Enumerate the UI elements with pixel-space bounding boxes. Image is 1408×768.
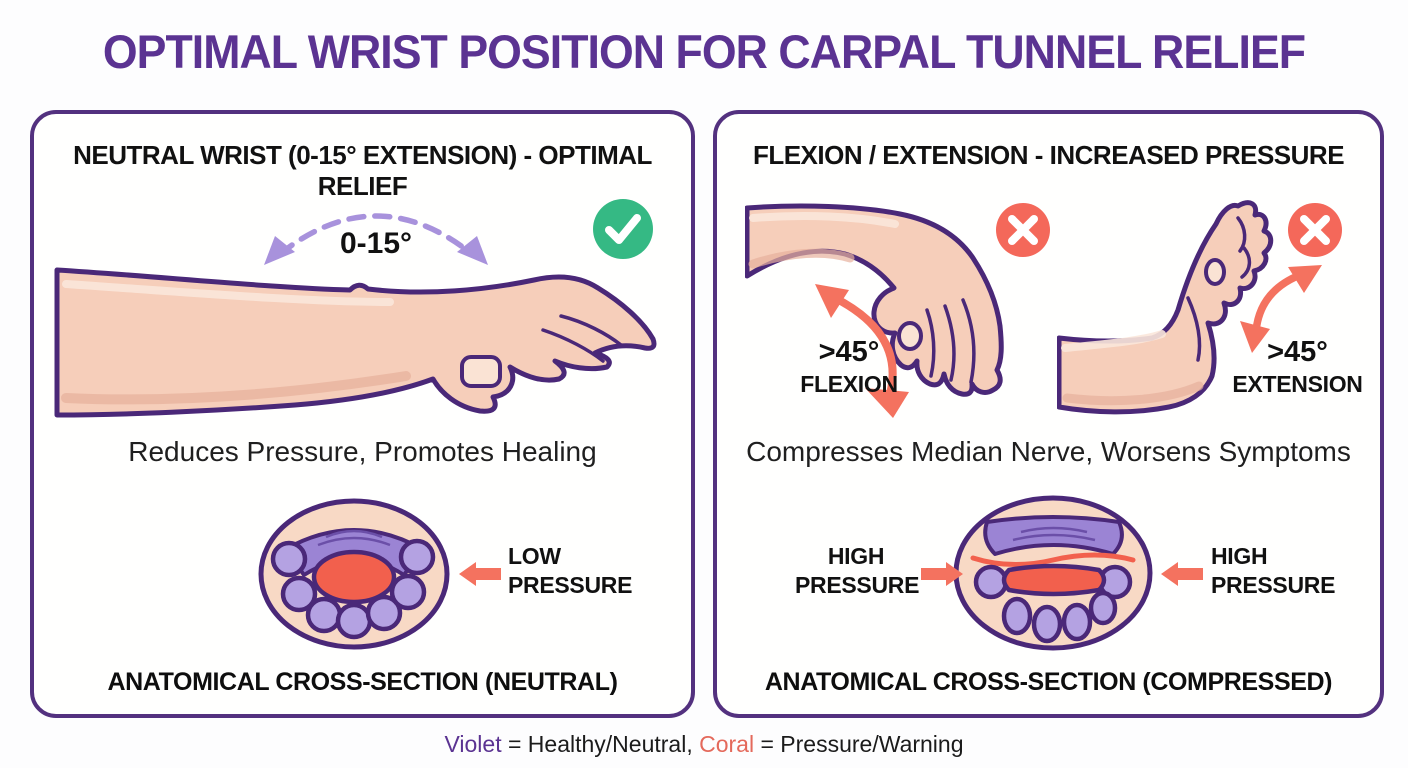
neutral-caption: ANATOMICAL CROSS-SECTION (NEUTRAL) bbox=[107, 668, 618, 696]
x-icon bbox=[1288, 203, 1342, 257]
color-legend: Violet = Healthy/Neutral, Coral = Pressu… bbox=[0, 731, 1408, 758]
legend-coral-def: = Pressure/Warning bbox=[754, 731, 964, 757]
legend-coral-term: Coral bbox=[699, 731, 755, 757]
extension-angle-label: >45° bbox=[1267, 336, 1328, 368]
check-icon bbox=[593, 199, 653, 259]
neutral-hand-illustration bbox=[54, 267, 657, 418]
benefit-text: Reduces Pressure, Promotes Healing bbox=[128, 436, 597, 467]
cross-section-compressed-illustration bbox=[953, 495, 1153, 651]
warning-text: Compresses Median Nerve, Worsens Symptom… bbox=[746, 436, 1351, 467]
extension-arrow-icon bbox=[1240, 265, 1322, 353]
flexion-angle-label: >45° bbox=[818, 336, 880, 368]
page-title: OPTIMAL WRIST POSITION FOR CARPAL TUNNEL… bbox=[102, 25, 1306, 78]
flexion-arrow-icon bbox=[815, 284, 909, 418]
high-pressure-right-arrow-icon bbox=[921, 562, 963, 586]
neutral-angle-arc-icon bbox=[264, 213, 488, 265]
flexion-panel-header: FLEXION / EXTENSION - INCREASED PRESSURE bbox=[752, 140, 1345, 170]
compressed-caption: ANATOMICAL CROSS-SECTION (COMPRESSED) bbox=[764, 668, 1333, 696]
neutral-wrist-panel: NEUTRAL WRIST (0-15° EXTENSION) - OPTIMA… bbox=[30, 110, 695, 718]
cross-section-neutral-illustration bbox=[258, 498, 450, 650]
low-pressure-label: LOW PRESSURE bbox=[508, 543, 633, 598]
legend-violet-term: Violet bbox=[444, 731, 502, 757]
extension-label: EXTENSION bbox=[1232, 371, 1363, 397]
flexion-label: FLEXION bbox=[800, 371, 898, 397]
flexion-hand-illustration bbox=[745, 203, 1004, 397]
high-pressure-left-label: HIGH PRESSURE bbox=[795, 543, 920, 598]
neutral-angle-label: 0-15° bbox=[339, 227, 413, 260]
legend-violet-def: = Healthy/Neutral, bbox=[501, 731, 700, 757]
neutral-panel-header: NEUTRAL WRIST (0-15° EXTENSION) - OPTIMA… bbox=[73, 140, 652, 201]
high-pressure-right-label: HIGH PRESSURE bbox=[1211, 543, 1336, 598]
low-pressure-arrow-icon bbox=[459, 562, 501, 586]
extension-hand-illustration bbox=[1057, 200, 1274, 415]
flexion-extension-panel: FLEXION / EXTENSION - INCREASED PRESSURE… bbox=[713, 110, 1384, 718]
high-pressure-left-arrow-icon bbox=[1161, 562, 1203, 586]
x-icon bbox=[996, 203, 1050, 257]
